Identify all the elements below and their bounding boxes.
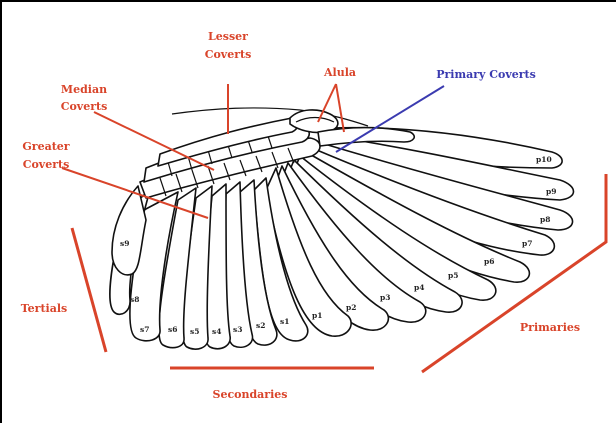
- label-s9: s9: [120, 239, 129, 248]
- label-p6: p6: [484, 257, 494, 266]
- label-median-coverts-1: Median: [61, 83, 107, 96]
- label-secondaries: Secondaries: [213, 388, 288, 401]
- label-s3: s3: [233, 325, 242, 334]
- label-s8: s8: [130, 295, 139, 304]
- median-coverts-pointer: [94, 112, 214, 170]
- label-s5: s5: [190, 327, 199, 336]
- label-s7: s7: [140, 325, 149, 334]
- label-p7: p7: [522, 239, 532, 248]
- label-primary-coverts: Primary Coverts: [436, 68, 536, 81]
- label-lesser-coverts-1: Lesser: [208, 30, 248, 43]
- label-p8: p8: [540, 215, 550, 224]
- label-lesser-coverts-2: Coverts: [205, 48, 252, 61]
- label-p1: p1: [312, 311, 322, 320]
- label-s6: s6: [168, 325, 177, 334]
- label-p4: p4: [414, 283, 424, 292]
- label-greater-coverts-1: Greater: [22, 140, 69, 153]
- label-s2: s2: [256, 321, 265, 330]
- label-p9: p9: [546, 187, 556, 196]
- label-alula: Alula: [323, 66, 356, 79]
- label-p5: p5: [448, 271, 458, 280]
- primary-feathers: [266, 128, 574, 337]
- label-p2: p2: [346, 303, 356, 312]
- label-tertials: Tertials: [21, 302, 67, 315]
- tertials-bracket: [72, 228, 106, 352]
- label-median-coverts-2: Coverts: [61, 100, 108, 113]
- label-s4: s4: [212, 327, 221, 336]
- label-s1: s1: [280, 317, 289, 326]
- label-p10: p10: [536, 155, 552, 164]
- label-p3: p3: [380, 293, 390, 302]
- label-greater-coverts-2: Coverts: [23, 158, 70, 171]
- label-primaries: Primaries: [520, 321, 580, 334]
